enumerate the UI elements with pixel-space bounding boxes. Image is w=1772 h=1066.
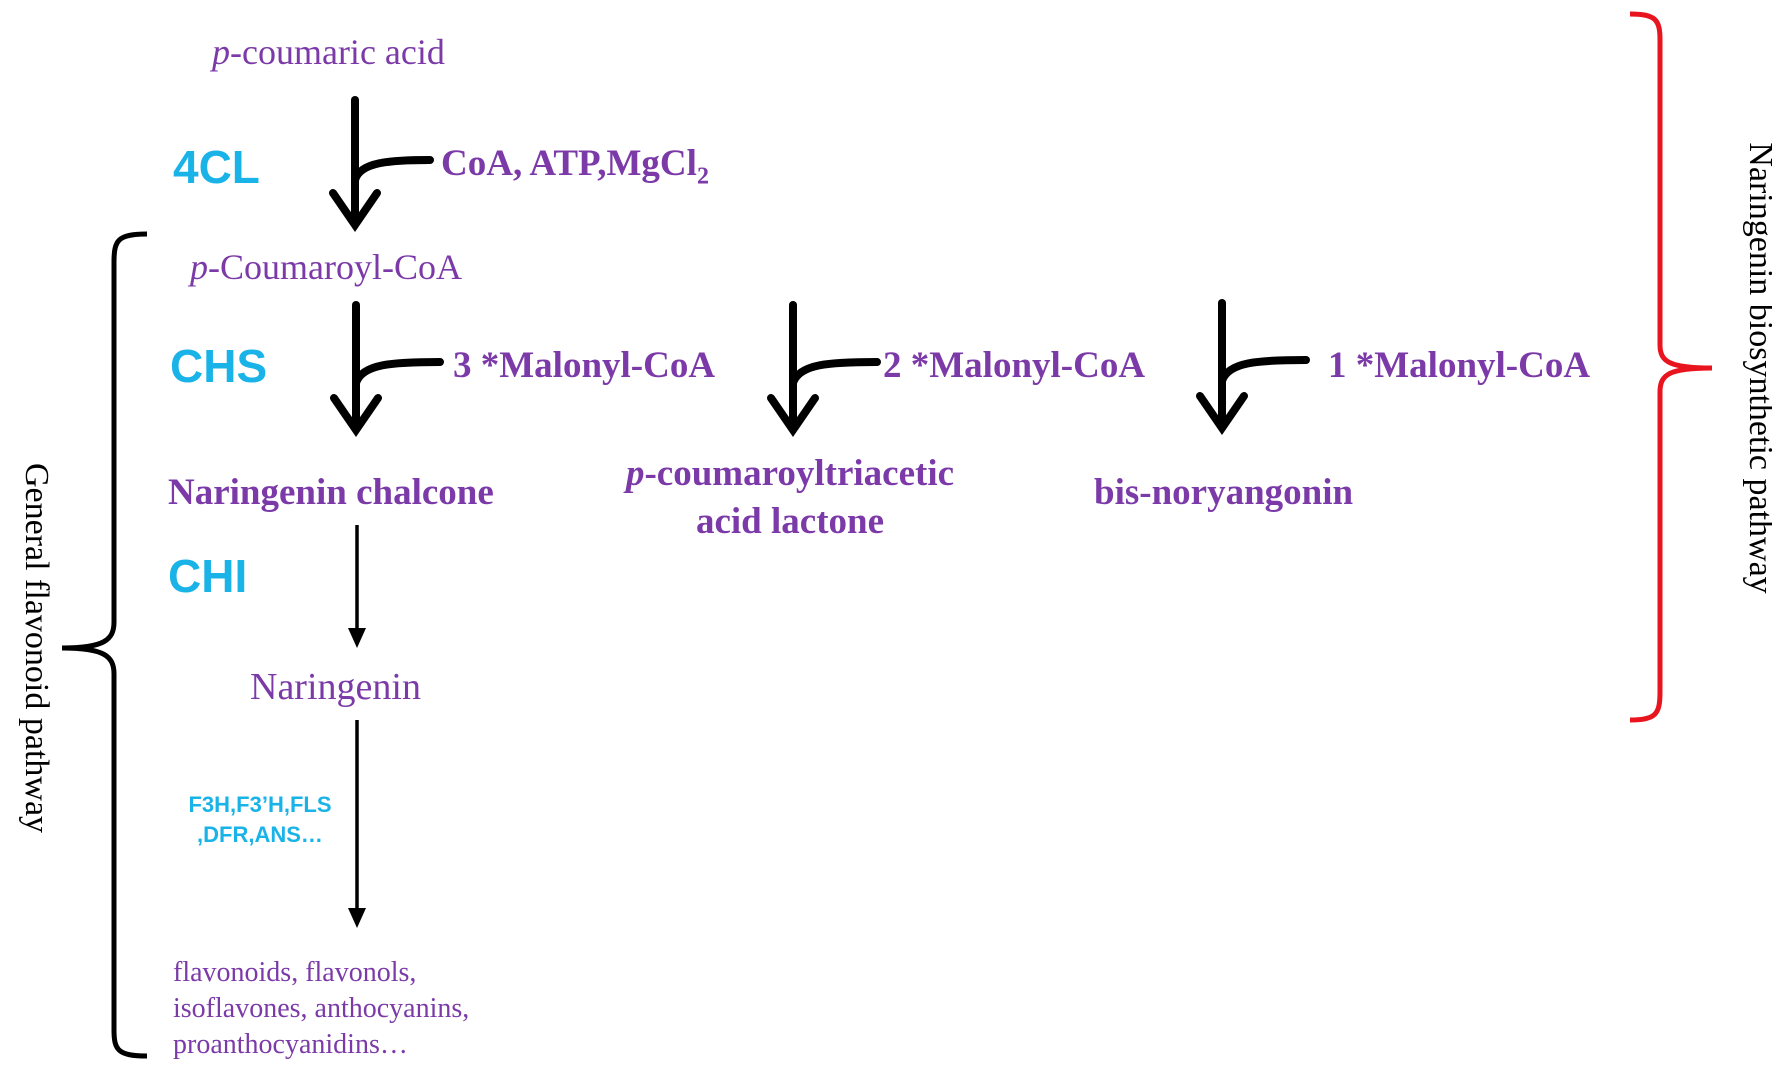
label-general-pathway: General flavonoid pathway (18, 462, 55, 834)
compound-coumaric-acid-prefix: p (212, 32, 230, 72)
cofactor-malonyl-3: 3 *Malonyl-CoA (453, 345, 716, 386)
arrow-chs-1 (330, 301, 444, 438)
arrow-downstream-head (348, 908, 366, 928)
arrow-4cl-hook (351, 156, 434, 184)
arrow-downstream (348, 720, 366, 928)
enzyme-downstream-line-1: F3H,F3’H,FLS (188, 792, 332, 817)
compound-ctal: p-coumaroyltriacetic acid lactone (590, 450, 990, 546)
cofactor-coa-atp: CoA, ATP,MgCl2 (441, 145, 709, 188)
arrow-4cl (329, 96, 434, 233)
arrow-chs-2-head (767, 394, 819, 438)
enzyme-chs: CHS (170, 340, 268, 392)
compound-bis-noryangonin: bis-noryangonin (1094, 472, 1354, 513)
arrow-chs-1-head (330, 394, 382, 438)
arrow-chs-3-hook (1218, 356, 1310, 385)
enzyme-downstream-line-2: ,DFR,ANS… (197, 822, 323, 847)
arrow-chs-2 (767, 301, 881, 438)
arrow-chi-head (348, 628, 366, 648)
compound-coumaric-acid-text: -coumaric acid (230, 32, 445, 72)
bracket-naringenin (1629, 11, 1713, 723)
cofactor-malonyl-2: 2 *Malonyl-CoA (883, 345, 1146, 386)
arrow-chs-1-hook (352, 358, 444, 387)
compound-coumaroyl-coa-text: -Coumaroyl-CoA (208, 247, 462, 287)
cofactor-coa-atp-subscript: 2 (696, 163, 709, 190)
bracket-general (61, 231, 148, 1059)
arrow-chs-2-hook (789, 358, 881, 387)
compound-products: flavonoids, flavonols, isoflavones, anth… (173, 955, 469, 1063)
arrow-chs-3 (1196, 299, 1310, 436)
compound-naringenin: Naringenin (250, 666, 421, 708)
compound-products-line-2: isoflavones, anthocyanins, (173, 993, 470, 1024)
compound-naringenin-chalcone: Naringenin chalcone (168, 472, 494, 513)
compound-coumaric-acid: p-coumaric acid (212, 34, 445, 70)
compound-ctal-line2: acid lactone (695, 501, 885, 542)
arrow-chs-3-head (1196, 392, 1248, 436)
compound-products-line-3: proanthocyanidins… (173, 1029, 408, 1060)
compound-ctal-prefix: p (625, 453, 645, 494)
enzyme-chi: CHI (168, 550, 248, 602)
enzyme-4cl: 4CL (173, 141, 260, 193)
compound-ctal-line1: p-coumaroyltriacetic (625, 453, 955, 494)
cofactor-coa-atp-text: CoA, ATP,MgCl (441, 143, 697, 184)
arrow-4cl-head (329, 189, 381, 233)
cofactor-malonyl-1: 1 *Malonyl-CoA (1328, 345, 1591, 386)
compound-products-line-1: flavonoids, flavonols, (173, 957, 417, 988)
compound-coumaroyl-coa-prefix: p (190, 247, 208, 287)
enzyme-downstream: F3H,F3’H,FLS ,DFR,ANS… (160, 790, 360, 850)
label-naringenin-pathway: Naringenin biosynthetic pathway (1742, 142, 1772, 594)
arrow-chi (348, 525, 366, 648)
compound-coumaroyl-coa: p-Coumaroyl-CoA (190, 249, 462, 285)
